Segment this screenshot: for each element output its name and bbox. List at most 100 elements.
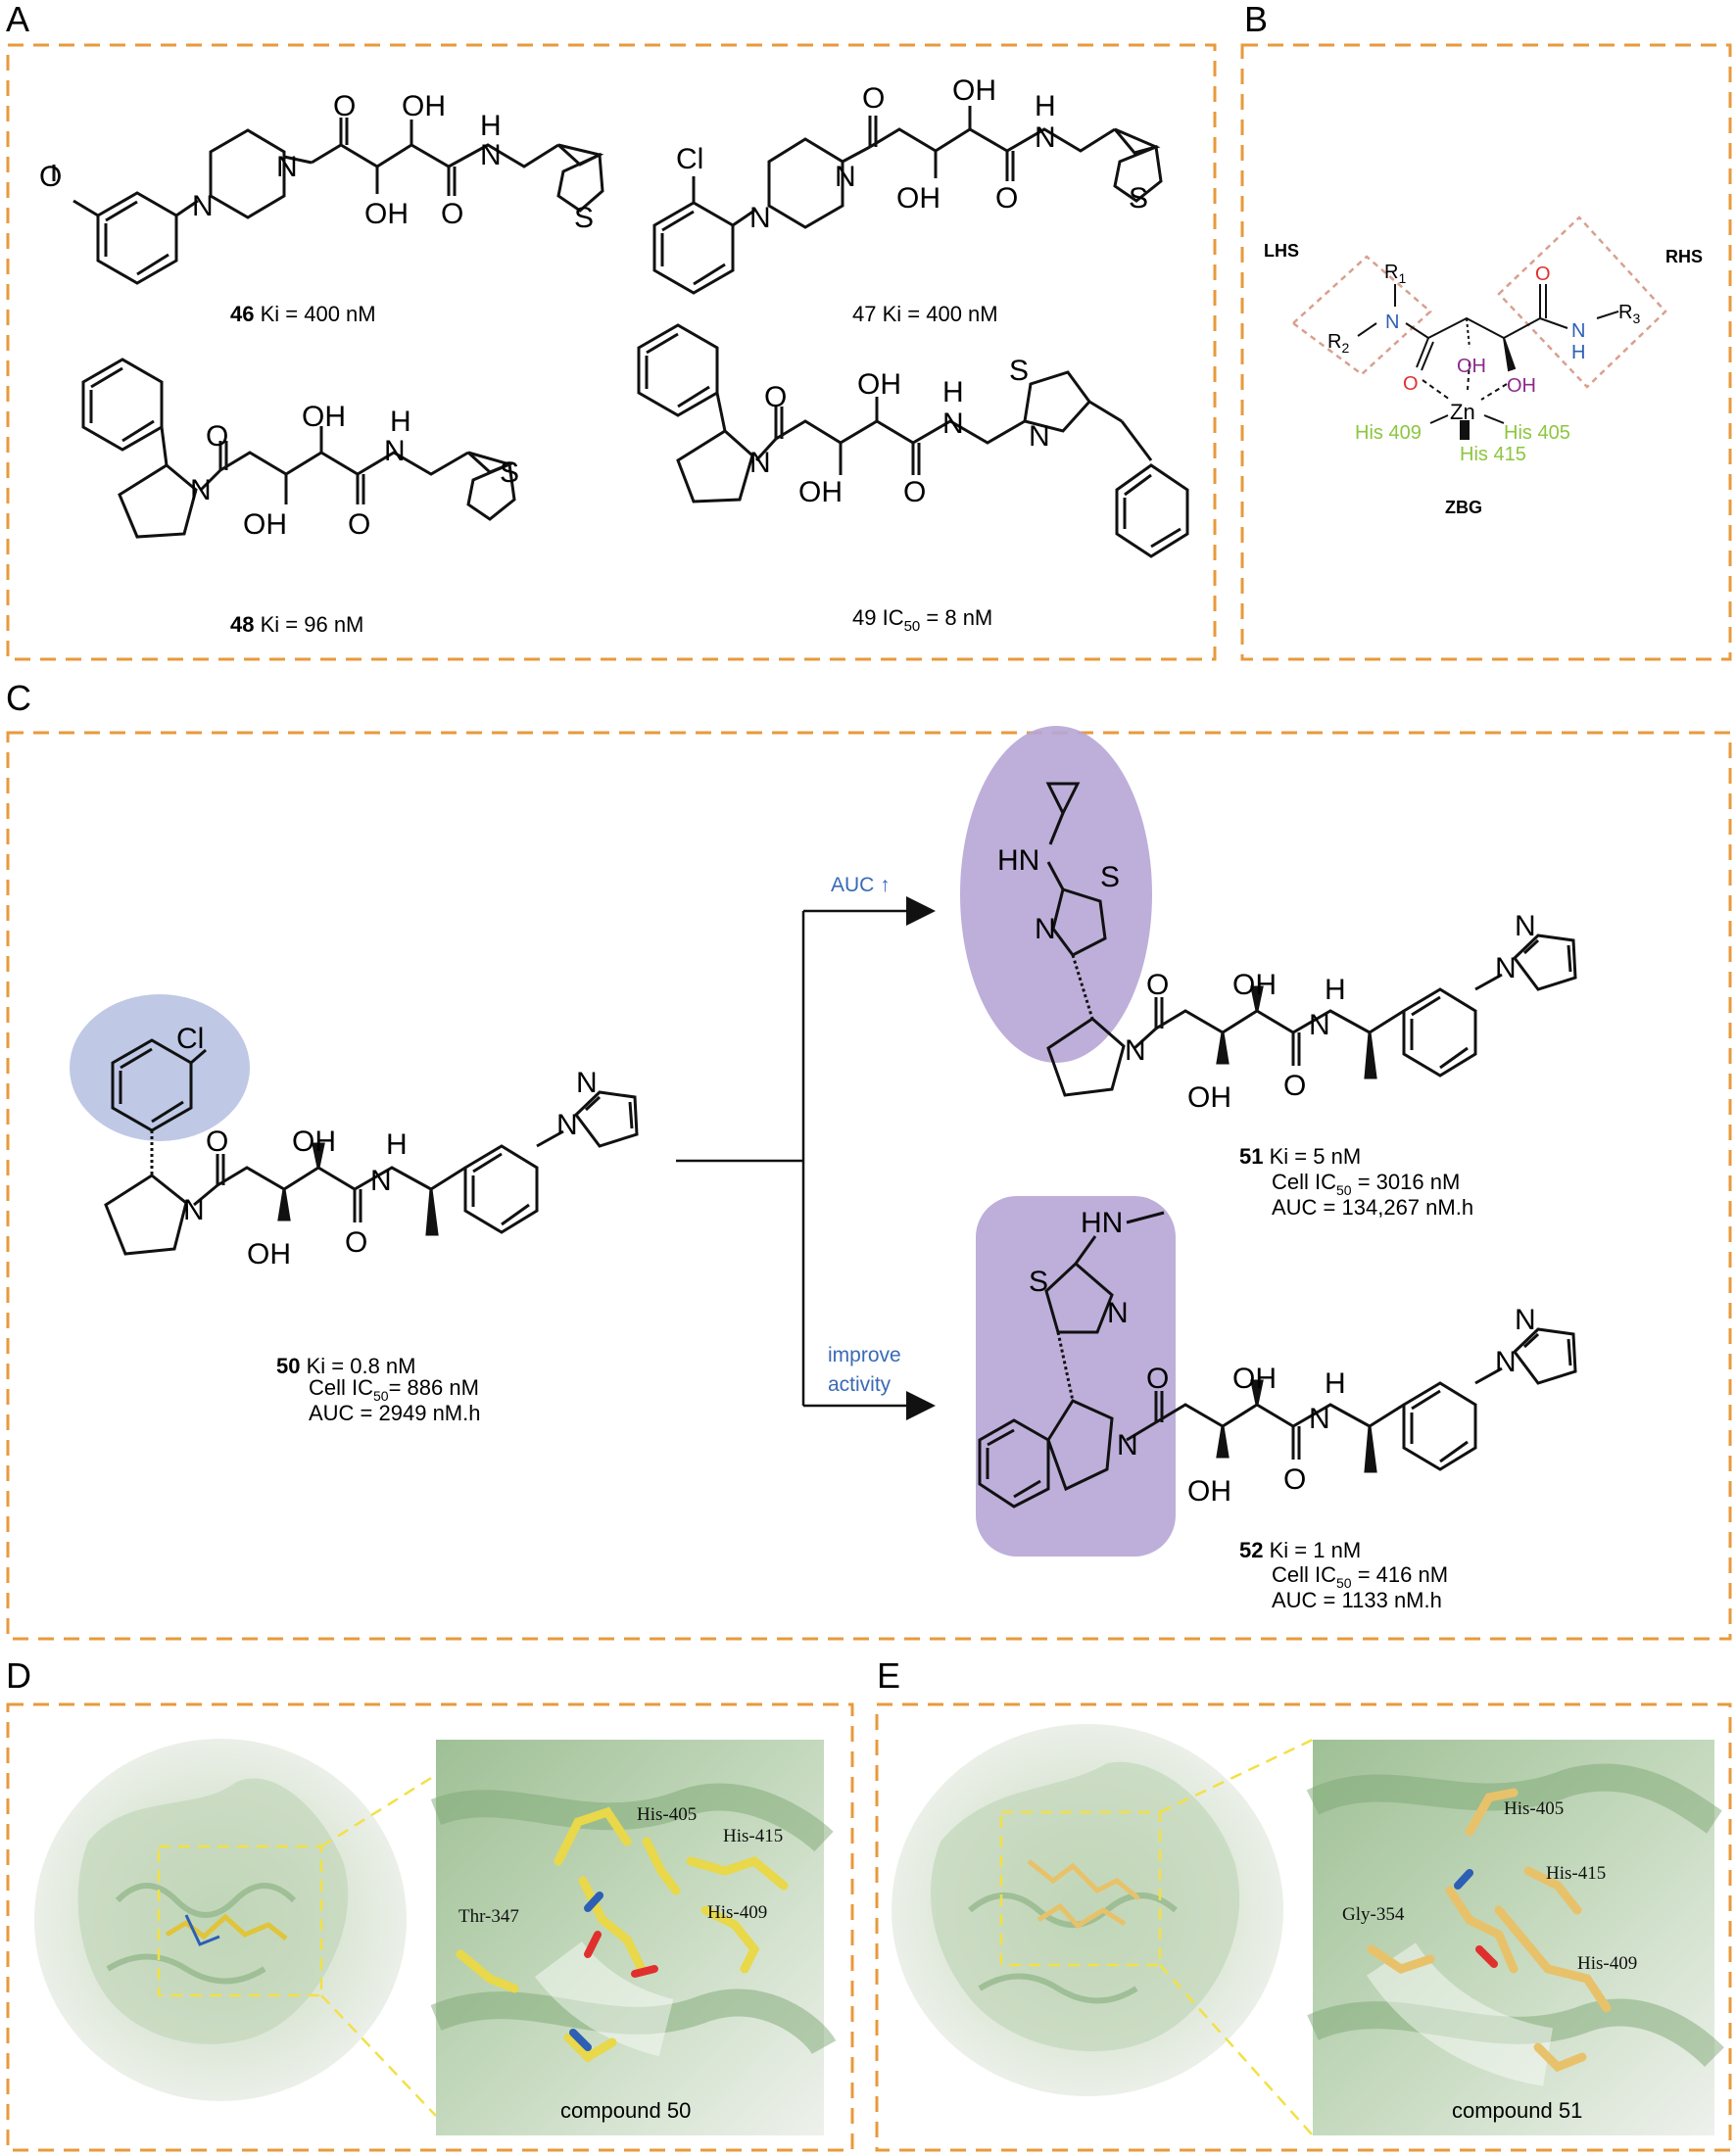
- compound-52-atoms: HN S N N O OH OH O H N N N: [1029, 1207, 1536, 1508]
- highlight-50-blue: [70, 994, 250, 1141]
- atom-o: O: [1283, 1070, 1306, 1102]
- lhs-label: LHS: [1264, 241, 1299, 261]
- atom-o: O: [348, 508, 370, 541]
- atom-o: O: [862, 82, 885, 115]
- atom-oh: OH: [798, 476, 843, 508]
- compound-46-atoms: O N N O OH OH O H N S: [39, 90, 594, 234]
- panel-e-protein-overview: [892, 1724, 1314, 2136]
- pharmacophore-bonds: [1357, 284, 1619, 440]
- atom-h: H: [1325, 1367, 1346, 1400]
- atom-o: O: [206, 420, 228, 453]
- zoom-caption-e: compound 51: [1452, 2098, 1582, 2123]
- residue-label: His-415: [1546, 1863, 1606, 1884]
- compound-48-structure: [81, 358, 516, 539]
- atom-o: O: [333, 90, 356, 122]
- compound-47-caption: 47 Ki = 400 nM: [852, 302, 998, 326]
- atom-s: S: [1129, 182, 1148, 215]
- panel-frames: [6, 43, 1732, 2152]
- atom-o: O: [1283, 1463, 1306, 1496]
- panel-label-d: D: [6, 1655, 31, 1696]
- atom-o-red: O: [1535, 264, 1551, 285]
- atom-oh: OH: [1187, 1475, 1231, 1508]
- atom-o: O: [39, 161, 62, 193]
- residue-label: His-415: [723, 1826, 783, 1846]
- atom-n: N: [942, 407, 964, 440]
- pharmacophore-boxes: [1291, 216, 1667, 389]
- atom-o: O: [764, 381, 787, 413]
- compound-52-auc: AUC = 1133 nM.h: [1272, 1588, 1442, 1612]
- atom-hn: HN: [1081, 1207, 1123, 1239]
- atom-cl: Cl: [676, 143, 703, 175]
- atom-n: N: [183, 1194, 205, 1226]
- atom-h: H: [1325, 974, 1346, 1006]
- residue-label: His-405: [1504, 1798, 1564, 1819]
- compound-47-structure: [652, 106, 1163, 295]
- atom-o: O: [903, 476, 926, 508]
- atom-oh: OH: [857, 368, 901, 401]
- frame-d: [6, 1702, 854, 2152]
- atom-oh-purple: OH: [1457, 356, 1486, 377]
- atom-h: H: [942, 376, 964, 408]
- compound-50-caption: 50 Ki = 0.8 nM Cell IC50= 886 nM AUC = 2…: [276, 1354, 480, 1425]
- panel-label-e: E: [877, 1655, 900, 1696]
- atom-h: H: [480, 110, 502, 142]
- r1-label: R1: [1384, 262, 1406, 286]
- residue-label: His-409: [707, 1902, 767, 1923]
- atom-o: O: [345, 1226, 367, 1259]
- residue-label: His-409: [1577, 1953, 1637, 1974]
- atom-oh: OH: [302, 401, 346, 433]
- atom-n: N: [576, 1067, 598, 1099]
- atom-n: N: [835, 161, 856, 193]
- atom-n-blue: N: [1385, 311, 1399, 333]
- atom-n: N: [192, 190, 214, 222]
- compound-52-cell: Cell IC50 = 416 nM: [1272, 1562, 1448, 1591]
- compound-49-caption: 49 IC50 = 8 nM: [852, 605, 992, 635]
- compound-50-atoms: Cl N O OH OH O H N N N: [176, 1023, 598, 1270]
- compound-49-structure: [637, 323, 1189, 558]
- compound-46-structure: [52, 118, 604, 285]
- r2-label: R2: [1327, 331, 1349, 356]
- atom-o: O: [995, 182, 1018, 215]
- highlight-52-purple: [976, 1196, 1176, 1557]
- frame-c: [6, 731, 1732, 1641]
- compound-52-caption: 52 Ki = 1 nM Cell IC50 = 416 nM AUC = 11…: [1239, 1538, 1448, 1612]
- r3-label: R3: [1618, 302, 1640, 326]
- atom-h: H: [1035, 90, 1056, 122]
- rhs-label: RHS: [1665, 247, 1703, 266]
- atom-oh: OH: [243, 508, 287, 541]
- atom-n: N: [1035, 121, 1056, 154]
- atom-o: O: [1146, 969, 1169, 1001]
- panel-label-b: B: [1244, 0, 1268, 39]
- atom-o: O: [441, 198, 463, 230]
- residue-label: Gly-354: [1342, 1904, 1405, 1925]
- atom-h: H: [390, 406, 411, 438]
- branch-arrows: [676, 896, 936, 1420]
- atom-n: N: [1035, 913, 1056, 945]
- compound-51-atoms: HN S N N O OH OH O H N N N: [997, 844, 1536, 1114]
- compound-50-structure: [104, 1038, 639, 1256]
- atom-n: N: [1515, 1304, 1536, 1336]
- panel-label-c: C: [6, 678, 31, 718]
- compound-51-auc: AUC = 134,267 nM.h: [1272, 1195, 1473, 1220]
- atom-oh: OH: [896, 182, 940, 215]
- atom-s: S: [1009, 355, 1029, 387]
- atom-n: N: [1107, 1297, 1129, 1329]
- atom-n: N: [1125, 1034, 1146, 1067]
- compound-50-cell: Cell IC50= 886 nM: [309, 1375, 479, 1404]
- atom-oh: OH: [247, 1238, 291, 1270]
- atom-n: N: [190, 474, 212, 506]
- compound-47-atoms: Cl N N O OH OH O H N S: [676, 74, 1148, 234]
- zbg-label: ZBG: [1445, 498, 1482, 517]
- panel-d-protein-overview: [34, 1739, 437, 2117]
- atom-oh: OH: [402, 90, 446, 122]
- atom-s: S: [1100, 861, 1120, 893]
- atom-n: N: [276, 151, 298, 183]
- atom-n: N: [1309, 1403, 1330, 1435]
- atom-cl: Cl: [176, 1023, 204, 1055]
- arrow-label-auc: AUC ↑: [831, 874, 891, 896]
- frame-e: [875, 1702, 1732, 2152]
- atom-o: O: [1146, 1363, 1169, 1395]
- atom-n-blue: N: [1571, 320, 1585, 342]
- atom-n: N: [480, 139, 502, 171]
